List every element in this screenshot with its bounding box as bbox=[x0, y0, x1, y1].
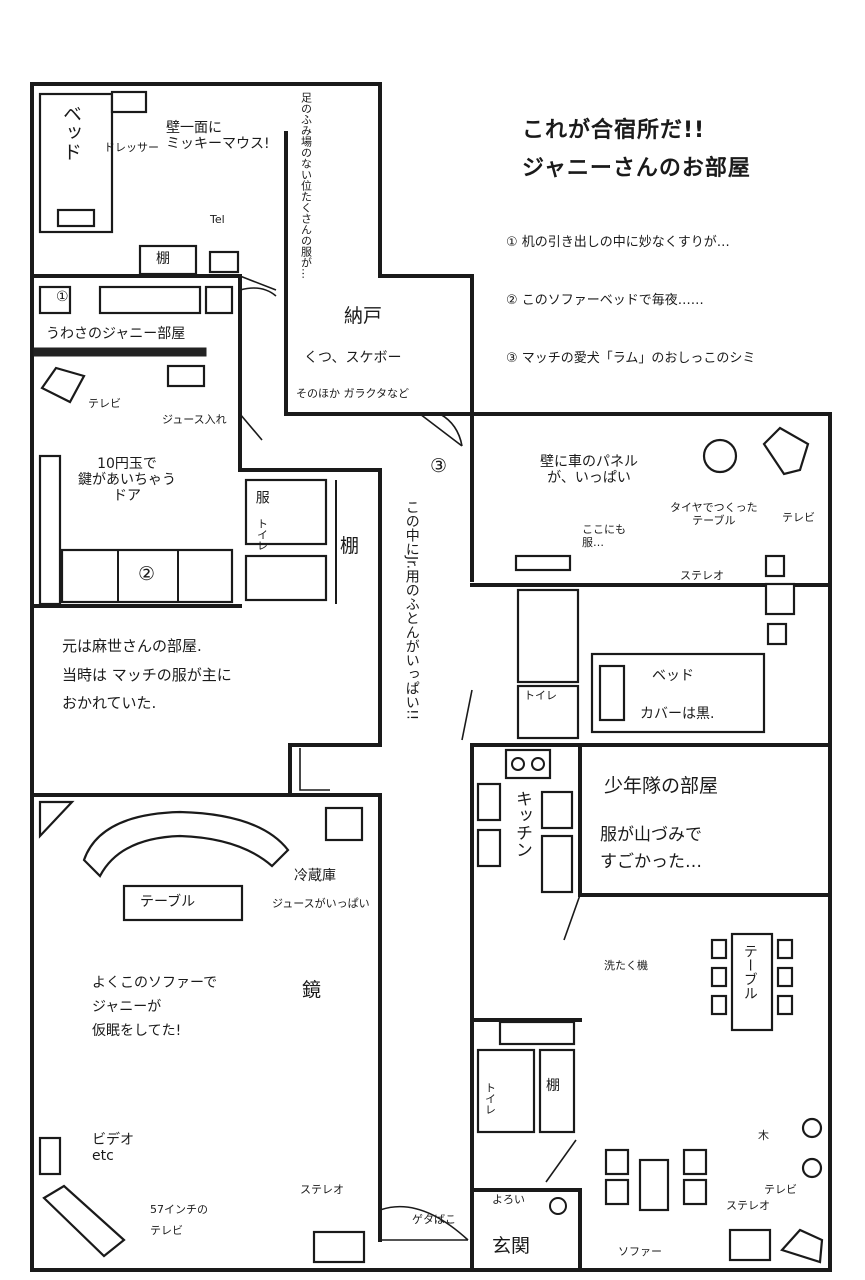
label-tv-left: テレビ bbox=[88, 397, 121, 410]
label-kitchen: キッチン bbox=[511, 790, 532, 858]
label-clothes-note: 足のふみ場のない位たくさんの服が… bbox=[299, 92, 313, 279]
label-tire-table: タイヤでつくった テーブル bbox=[670, 501, 758, 527]
label-sofa-nap: よくこのソファーで ジャニーが 仮眠をしてた! bbox=[92, 975, 218, 1039]
table-boys bbox=[730, 932, 774, 1032]
kitchen-furniture bbox=[476, 748, 581, 941]
label-boys-room: 少年隊の部屋 bbox=[604, 775, 719, 797]
label-mickey: 壁一面に ミッキーマウス! bbox=[166, 120, 270, 153]
label-asaya-room: 元は麻世さんの部屋. 当時は マッチの服が主に おかれていた. bbox=[62, 637, 232, 712]
label-stereo-right: ステレオ bbox=[680, 569, 724, 582]
label-washer: 洗たく機 bbox=[604, 959, 648, 972]
label-stereo-boys: ステレオ bbox=[726, 1199, 770, 1212]
dresser-mark bbox=[110, 90, 148, 114]
right-room-furniture bbox=[461, 426, 810, 741]
label-fridge: 冷蔵庫 bbox=[294, 868, 336, 884]
label-armor: よろい bbox=[492, 1193, 525, 1206]
marker-2: ② bbox=[138, 563, 156, 585]
note-2: ② このソファーベッドで毎夜…… bbox=[506, 293, 704, 308]
label-bed-top: ベッド bbox=[59, 104, 82, 161]
label-boys-clothes: 服が山づみで すごかった… bbox=[600, 825, 702, 873]
label-here-too: ここにも 服… bbox=[582, 523, 626, 549]
tel-mark bbox=[208, 250, 240, 274]
tire-table bbox=[702, 438, 738, 474]
label-bed-right: ベッド bbox=[652, 668, 694, 684]
label-coin-door: 10円玉で 鍵があいちゃう ドア bbox=[78, 456, 176, 505]
label-table-boys: テーブル bbox=[741, 944, 758, 1000]
label-mirror: 鏡 bbox=[302, 979, 322, 1001]
label-toilet-bottom: トイレ bbox=[483, 1082, 497, 1115]
fridge-box bbox=[324, 806, 364, 842]
middle-closet bbox=[244, 413, 463, 791]
label-sofa-boys: ソファー bbox=[618, 1245, 662, 1258]
label-clothes-room: 服 bbox=[253, 490, 270, 504]
note-1: ① 机の引き出しの中に妙なくすりが… bbox=[506, 235, 730, 250]
label-shelf-mid: 棚 bbox=[340, 535, 360, 557]
label-toilet-mid: トイレ bbox=[255, 518, 269, 551]
label-car-panel: 壁に車のパネル が、いっぱい bbox=[540, 454, 638, 487]
label-shelf-top: 棚 bbox=[156, 251, 170, 267]
label-tv-boys: テレビ bbox=[764, 1183, 797, 1196]
marker-3: ③ bbox=[430, 455, 448, 477]
label-closet-items1: くつ、スケボー bbox=[304, 350, 402, 366]
label-futon-note: この中にJr.用のふとんがいっぱい!! bbox=[403, 500, 420, 721]
label-tv-57: 57インチの テレビ bbox=[150, 1203, 208, 1237]
label-stereo-living: ステレオ bbox=[300, 1183, 344, 1196]
living-table bbox=[122, 884, 244, 922]
sofa-bed bbox=[60, 548, 234, 604]
bedroom-top-furniture bbox=[38, 90, 277, 297]
label-rumor-room: うわさのジャニー部屋 bbox=[46, 326, 186, 342]
label-shelf-bottom: 棚 bbox=[546, 1078, 560, 1094]
marker-1: ① bbox=[56, 289, 69, 305]
boys-room-furniture bbox=[604, 932, 824, 1264]
label-juice-fridge: ジュース入れ bbox=[162, 413, 227, 426]
living-furniture bbox=[38, 800, 469, 1264]
label-toilet-right: トイレ bbox=[524, 689, 557, 702]
label-geta: ゲタばこ bbox=[412, 1213, 456, 1226]
label-video: ビデオ etc bbox=[92, 1132, 134, 1165]
label-tree: 木 bbox=[758, 1129, 769, 1142]
label-entrance: 玄関 bbox=[492, 1235, 531, 1257]
label-tv-right: テレビ bbox=[782, 511, 815, 524]
rumor-room-furniture bbox=[33, 285, 263, 606]
label-table-living: テーブル bbox=[140, 894, 196, 910]
label-closet: 納戸 bbox=[344, 305, 383, 327]
title-line2: ジャニーさんのお部屋 bbox=[522, 156, 751, 181]
entrance-area bbox=[476, 1020, 577, 1215]
curved-sofa bbox=[82, 810, 290, 878]
note-3: ③ マッチの愛犬「ラム」のおしっこのシミ bbox=[506, 351, 756, 366]
tv-57 bbox=[42, 1184, 126, 1258]
label-bed-cover: カバーは黒. bbox=[640, 706, 715, 722]
label-closet-items2: そのほか ガラクタなど bbox=[296, 387, 410, 400]
label-tel: Tel bbox=[210, 213, 225, 226]
title-line1: これが合宿所だ!! bbox=[522, 118, 706, 143]
label-juice-full: ジュースがいっぱい bbox=[272, 897, 370, 910]
label-dresser: ドレッサー bbox=[104, 141, 159, 154]
shelf-top bbox=[138, 244, 198, 276]
